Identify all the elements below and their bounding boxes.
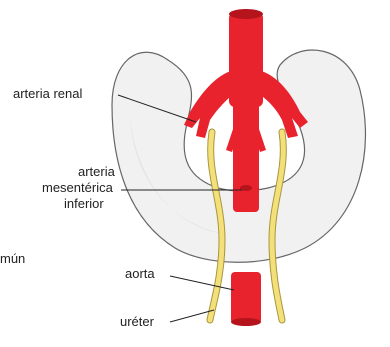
label-aorta: aorta [125,266,155,281]
label-ureter: uréter [120,314,154,329]
label-ima-line2: mesentérica [42,180,113,195]
label-common-cut: mún [0,251,25,266]
aorta-top-opening [229,9,263,19]
aorta-lower [231,272,261,324]
aorta-bottom-opening [231,318,261,326]
left-renal-artery [184,70,236,138]
label-ima-line3: inferior [64,196,104,211]
label-ima-line1: arteria [78,164,115,179]
aorta-middle [233,100,259,212]
leader-aorta [170,276,234,290]
label-renal-artery: arteria renal [13,86,82,101]
